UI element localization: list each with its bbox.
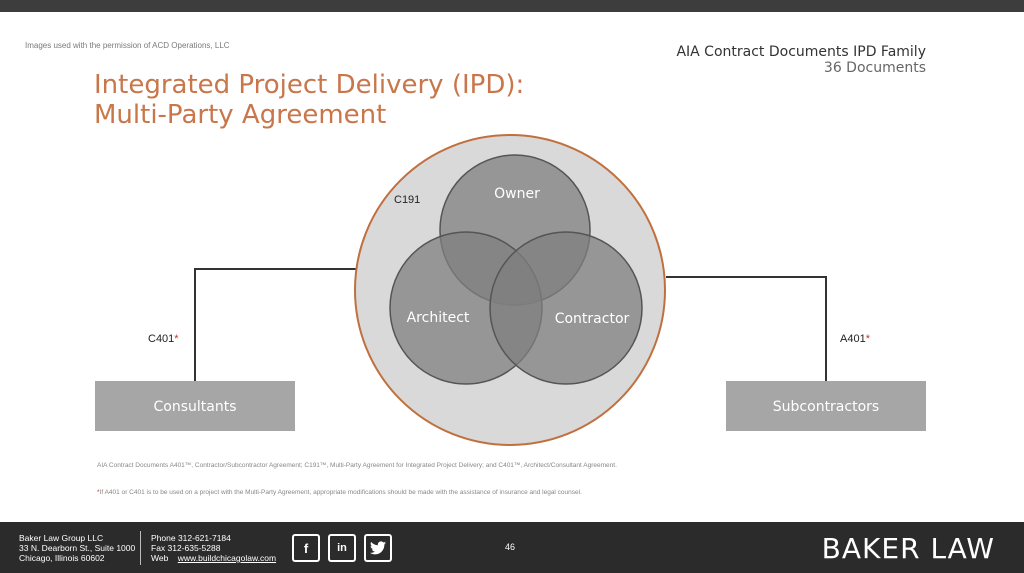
baker-law-logo: BAKER LAW xyxy=(821,532,995,565)
street-address: 33 N. Dearborn St., Suite 1000 xyxy=(19,543,136,553)
company-name: Baker Law Group LLC xyxy=(19,533,104,543)
facebook-icon[interactable]: f xyxy=(292,534,320,562)
contractor-circle xyxy=(489,231,643,385)
consultants-box xyxy=(95,381,295,431)
linkedin-icon[interactable]: in xyxy=(328,534,356,562)
c191-label: C191 xyxy=(394,194,420,206)
page-number: 46 xyxy=(505,542,516,552)
c401-label: C401* xyxy=(148,333,179,345)
title-line-1: Integrated Project Delivery (IPD): xyxy=(94,70,525,100)
web-line: Web www.buildchicagolaw.com xyxy=(151,553,277,563)
website-link[interactable]: www.buildchicagolaw.com xyxy=(177,553,277,563)
city-address: Chicago, Illinois 60602 xyxy=(19,553,105,563)
a401-label: A401* xyxy=(840,333,871,345)
subcontractors-box xyxy=(726,381,926,431)
footer-contact: Phone 312-621-7184 Fax 312-635-5288 Web … xyxy=(151,533,276,563)
footer-divider xyxy=(140,531,141,565)
fax-number: Fax 312-635-5288 xyxy=(151,543,221,553)
title-line-2: Multi-Party Agreement xyxy=(94,100,387,130)
twitter-icon[interactable] xyxy=(364,534,392,562)
footnote-modifications: *If A401 or C401 is to be used on a proj… xyxy=(97,489,582,496)
slide-title: Integrated Project Delivery (IPD): Multi… xyxy=(94,70,614,130)
consultants-label: Consultants xyxy=(154,399,237,415)
footnote-documents: AIA Contract Documents A401™, Contractor… xyxy=(97,462,617,469)
left-connector xyxy=(194,268,356,381)
phone-number: Phone 312-621-7184 xyxy=(151,533,231,543)
footer-address: Baker Law Group LLC 33 N. Dearborn St., … xyxy=(19,533,135,563)
family-title: AIA Contract Documents IPD Family xyxy=(676,44,926,60)
permission-note: Images used with the permission of ACD O… xyxy=(25,41,230,50)
owner-label: Owner xyxy=(494,186,540,202)
subcontractors-label: Subcontractors xyxy=(773,399,879,415)
top-bar xyxy=(0,0,1024,12)
architect-label: Architect xyxy=(407,310,470,326)
twitter-bird-glyph xyxy=(370,541,386,555)
contractor-label: Contractor xyxy=(555,311,630,327)
family-count: 36 Documents xyxy=(823,60,926,76)
footer-bar: Baker Law Group LLC 33 N. Dearborn St., … xyxy=(0,522,1024,573)
right-connector xyxy=(666,276,827,381)
document-family-header: AIA Contract Documents IPD Family 36 Doc… xyxy=(676,44,926,76)
